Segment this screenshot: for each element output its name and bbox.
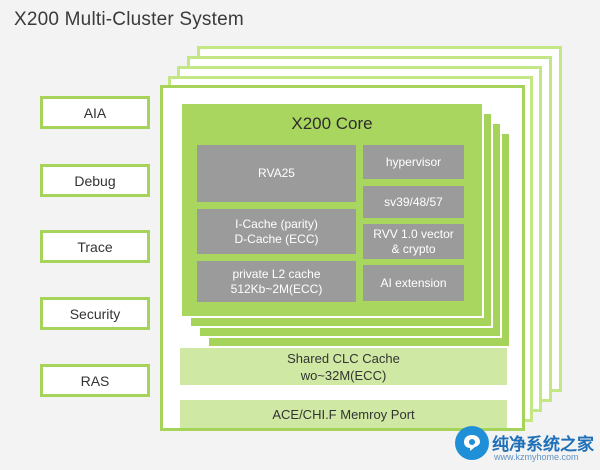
rva-label: RVA25 — [258, 166, 295, 180]
ras-label: RAS — [80, 372, 110, 389]
l2-label: private L2 cache — [232, 266, 321, 281]
rvv-box: RVV 1.0 vector & crypto — [363, 224, 464, 259]
icache-label: I-Cache (parity) — [235, 216, 318, 231]
debug-label: Debug — [74, 172, 116, 189]
l2-size-label: 512Kb~2M(ECC) — [230, 281, 323, 296]
security-label: Security — [69, 305, 121, 322]
ras-block: RAS — [40, 364, 150, 397]
trace-block: Trace — [40, 230, 150, 263]
watermark-logo-icon — [455, 426, 489, 460]
l2-cache-box: private L2 cache 512Kb~2M(ECC) — [197, 261, 356, 302]
aia-block: AIA — [40, 96, 150, 129]
sv-label: sv39/48/57 — [384, 194, 443, 209]
diagram-title: X200 Multi-Cluster System — [14, 9, 244, 30]
dcache-label: D-Cache (ECC) — [234, 231, 319, 246]
core-title: X200 Core — [291, 114, 373, 133]
trace-label: Trace — [77, 238, 113, 255]
debug-block: Debug — [40, 164, 150, 197]
hypervisor-box: hypervisor — [363, 145, 464, 179]
rva-box: RVA25 — [197, 145, 356, 202]
rvv-label: RVV 1.0 vector — [373, 226, 454, 241]
shared-cache-band: Shared CLC Cache wo~32M(ECC) — [180, 348, 507, 385]
shared-cache-label: Shared CLC Cache — [287, 350, 400, 366]
aia-label: AIA — [83, 104, 107, 121]
watermark-name: 纯净系统之家 — [492, 435, 594, 454]
l1-cache-box: I-Cache (parity) D-Cache (ECC) — [197, 209, 356, 254]
shared-cache-size: wo~32M(ECC) — [300, 367, 387, 383]
memory-port-band: ACE/CHI.F Memroy Port — [180, 400, 507, 428]
watermark-url: www.kzmyhome.com — [494, 452, 579, 462]
ai-extension-label: AI extension — [380, 275, 447, 290]
ai-extension-box: AI extension — [363, 265, 464, 301]
security-block: Security — [40, 297, 150, 330]
memory-port-label: ACE/CHI.F Memroy Port — [272, 406, 415, 422]
crypto-label: & crypto — [391, 241, 436, 256]
sv-box: sv39/48/57 — [363, 186, 464, 218]
hypervisor-label: hypervisor — [385, 154, 442, 169]
